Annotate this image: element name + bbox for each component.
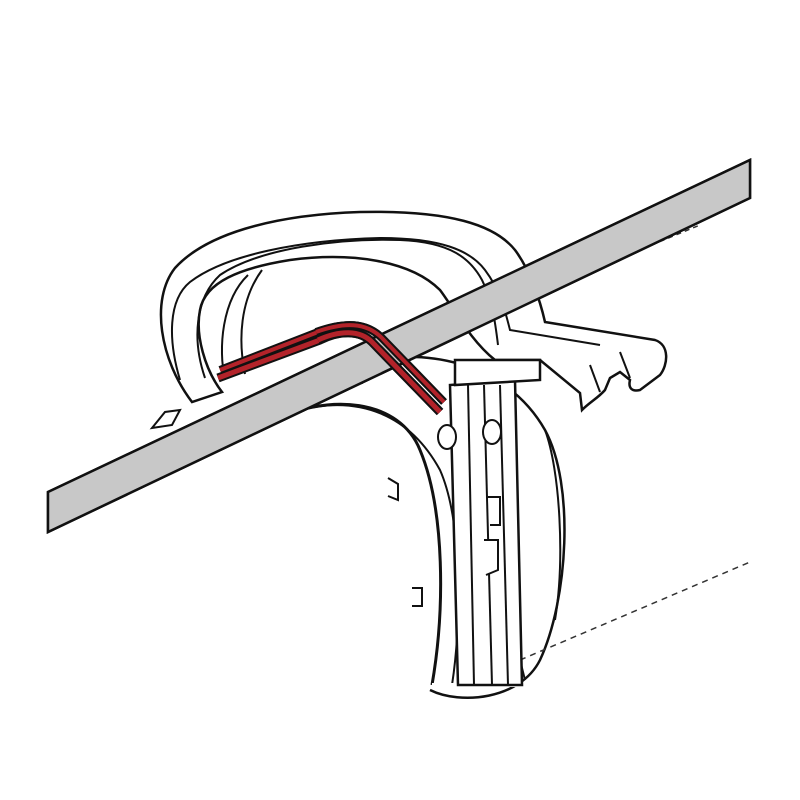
pipe-front-ring-outer bbox=[261, 402, 443, 686]
pipe-dashed-bottom bbox=[519, 561, 751, 661]
pipe-right-body bbox=[544, 429, 562, 621]
clip-left-foot bbox=[149, 408, 182, 430]
cable-rail-front bbox=[46, 158, 752, 534]
ring-notch-2 bbox=[412, 587, 423, 607]
clip-stem-inner-line-1 bbox=[467, 384, 475, 686]
stem-tab-upper bbox=[488, 496, 501, 526]
clip-prong-right bbox=[619, 351, 631, 379]
clip-stem bbox=[437, 378, 524, 687]
clip-outer-arm bbox=[159, 210, 668, 413]
stem-bump-1 bbox=[437, 424, 457, 450]
pipe-rear-rim bbox=[351, 355, 566, 700]
stem-tab-lower bbox=[484, 539, 499, 576]
ring-notch-1 bbox=[387, 477, 399, 502]
stem-bump-2 bbox=[482, 419, 502, 445]
clip-stem-top bbox=[453, 358, 542, 387]
clip-prong-left bbox=[589, 364, 601, 393]
spring-wire-cross-outer-red bbox=[316, 330, 442, 414]
pipe-front-ring-inner bbox=[299, 404, 460, 686]
spring-wire-cross-inner-red bbox=[315, 323, 446, 404]
spring-wires-over-rail bbox=[314, 321, 447, 416]
